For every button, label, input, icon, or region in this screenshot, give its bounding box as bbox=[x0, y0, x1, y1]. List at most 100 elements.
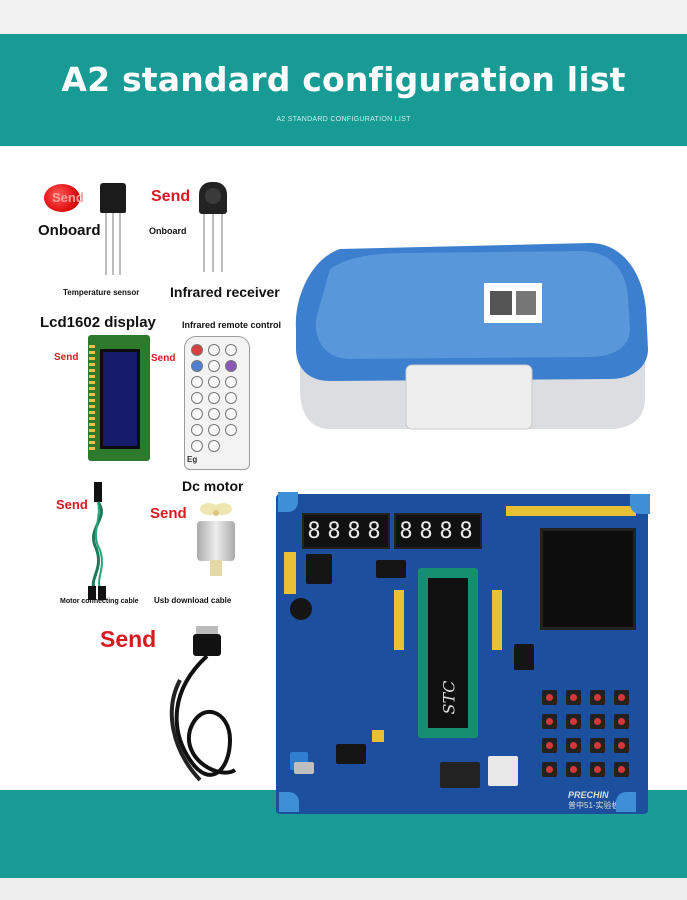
ir-pin bbox=[212, 214, 214, 272]
remote-button bbox=[208, 360, 220, 372]
relay-block bbox=[488, 756, 518, 786]
board-corner-clip bbox=[616, 792, 636, 812]
motor-send-label: Send bbox=[150, 505, 187, 522]
led-icon bbox=[44, 184, 80, 212]
remote-button bbox=[225, 392, 237, 404]
remote-button bbox=[225, 408, 237, 420]
led-onboard-label: Onboard bbox=[38, 222, 101, 239]
ir-pin bbox=[203, 214, 205, 272]
usb-send-label: Send bbox=[100, 626, 157, 652]
mcu-chip: STC bbox=[428, 578, 468, 728]
remote-button bbox=[191, 424, 203, 436]
remote-button bbox=[191, 392, 203, 404]
storage-box-icon bbox=[295, 243, 648, 430]
mcu-label: STC bbox=[439, 680, 459, 715]
connector bbox=[440, 762, 480, 788]
temperature-sensor-label: Temperature sensor bbox=[63, 288, 140, 297]
usb-cable-label: Usb download cable bbox=[154, 596, 232, 605]
remote-button bbox=[225, 424, 237, 436]
dc-motor-label: Dc motor bbox=[182, 478, 244, 494]
board-key bbox=[566, 714, 581, 729]
board-key bbox=[566, 738, 581, 753]
remote-brand: Eg bbox=[187, 455, 198, 464]
jumper bbox=[372, 730, 384, 742]
ic-chip bbox=[336, 744, 366, 764]
board-key bbox=[542, 762, 557, 777]
remote-button bbox=[191, 360, 203, 372]
motor-shaft bbox=[210, 560, 222, 576]
remote-button bbox=[191, 408, 203, 420]
board-subtitle: 普中51-实验板 bbox=[568, 801, 620, 810]
ic-chip bbox=[376, 560, 406, 578]
motor-cable-label: Motor connecting cable bbox=[60, 598, 139, 605]
remote-label: Infrared remote control bbox=[182, 320, 282, 330]
usb-cable-icon bbox=[169, 626, 237, 782]
remote-button bbox=[208, 344, 220, 356]
remote-button bbox=[208, 376, 220, 388]
board-key bbox=[542, 714, 557, 729]
usb-port-icon bbox=[294, 762, 314, 774]
remote-button bbox=[225, 360, 237, 372]
pin-header bbox=[492, 590, 502, 650]
board-key bbox=[614, 738, 629, 753]
remote-button bbox=[191, 376, 203, 388]
remote-button bbox=[208, 392, 220, 404]
ic-chip bbox=[306, 554, 332, 584]
header-banner: A2 standard configuration list A2 STANDA… bbox=[0, 34, 687, 146]
page-title: A2 standard configuration list bbox=[61, 60, 626, 99]
board-key bbox=[590, 762, 605, 777]
board-corner-clip bbox=[279, 792, 299, 812]
board-lcd-screen bbox=[540, 528, 636, 630]
ir-dome bbox=[205, 188, 221, 204]
cable-send-label: Send bbox=[56, 497, 88, 512]
buzzer-icon bbox=[290, 598, 312, 620]
remote-send-label: Send bbox=[151, 353, 176, 364]
pin-header bbox=[284, 552, 296, 594]
board-key bbox=[542, 738, 557, 753]
board-key bbox=[590, 714, 605, 729]
board-key bbox=[614, 714, 629, 729]
remote-button bbox=[208, 440, 220, 452]
lcd-label: Lcd1602 display bbox=[40, 314, 156, 331]
board-key bbox=[542, 690, 557, 705]
sensor-pin bbox=[105, 213, 107, 275]
board-key bbox=[614, 690, 629, 705]
remote-button bbox=[191, 440, 203, 452]
board-brand: PRECHIN bbox=[568, 790, 609, 800]
lcd-send-label: Send bbox=[54, 352, 79, 363]
button-row bbox=[336, 774, 424, 786]
infrared-receiver-label: Infrared receiver bbox=[170, 284, 280, 300]
pin-header bbox=[506, 506, 636, 516]
dc-motor-icon bbox=[197, 521, 235, 561]
lcd-pin-header bbox=[89, 345, 95, 451]
top-strip bbox=[0, 0, 687, 34]
page-subtitle: A2 STANDARD CONFIGURATION LIST bbox=[276, 116, 411, 123]
lcd-screen bbox=[100, 349, 140, 449]
board-key bbox=[566, 690, 581, 705]
ir-onboard-label: Onboard bbox=[149, 226, 187, 236]
motor-fan-icon bbox=[200, 503, 232, 516]
board-key bbox=[614, 762, 629, 777]
remote-button bbox=[208, 424, 220, 436]
motor-cable-icon bbox=[88, 482, 106, 600]
board-key bbox=[590, 690, 605, 705]
remote-button bbox=[225, 344, 237, 356]
remote-button bbox=[225, 376, 237, 388]
sensor-pin bbox=[112, 213, 114, 275]
board-key bbox=[566, 762, 581, 777]
remote-button bbox=[191, 344, 203, 356]
bottom-strip bbox=[0, 878, 687, 900]
led-send-label: Send bbox=[52, 190, 84, 205]
sensor-pin bbox=[119, 213, 121, 275]
ir-pin bbox=[221, 214, 223, 272]
board-corner-clip bbox=[630, 494, 650, 514]
board-key bbox=[590, 738, 605, 753]
temperature-sensor-icon bbox=[100, 183, 126, 213]
pin-header bbox=[394, 590, 404, 650]
board-corner-clip bbox=[278, 492, 298, 512]
ir-send-label: Send bbox=[151, 188, 191, 205]
remote-button bbox=[208, 408, 220, 420]
